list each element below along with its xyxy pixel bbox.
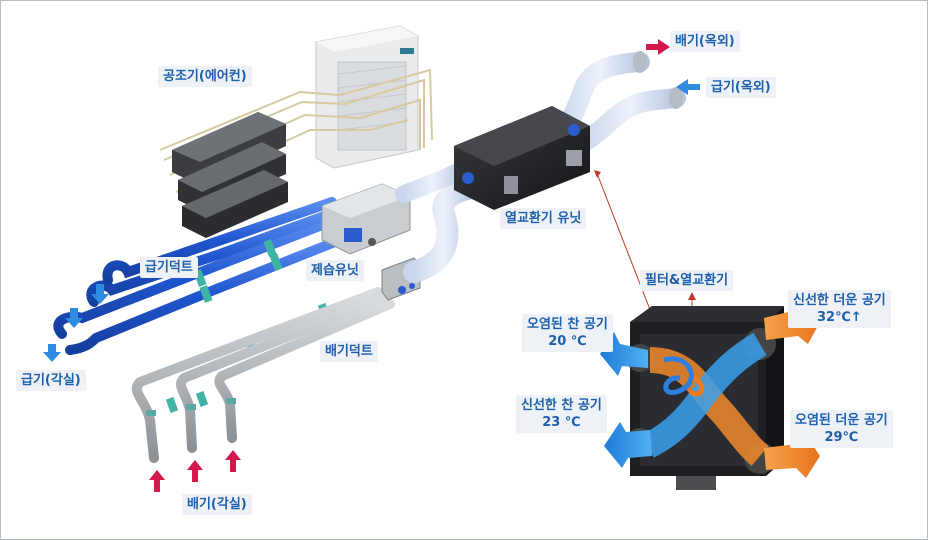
label-exhaust-room: 배기(각실): [182, 494, 252, 515]
label-heat-exchange-unit: 열교환기 유닛: [500, 208, 587, 229]
label-exhaust-duct: 배기덕트: [320, 341, 378, 362]
polluted-hot-air-name: 오염된 더운 공기: [795, 413, 888, 428]
label-polluted-cold-air: 오염된 찬 공기 20 ℃: [522, 314, 613, 352]
label-air-conditioner: 공조기(에어컨): [158, 66, 252, 87]
exhaust-duct-pipes: [131, 287, 395, 463]
label-exhaust-outdoor: 배기(옥외): [670, 31, 740, 52]
exhaust-duct-couplers: [146, 398, 236, 416]
dehumidifier-unit-body: [321, 183, 411, 255]
airflow-streams: [641, 332, 769, 466]
heat-exchanger-unit-body: [454, 106, 590, 210]
polluted-cold-air-temp: 20 ℃: [548, 334, 587, 349]
outdoor-duct-caps: [633, 51, 683, 109]
label-fresh-hot-air: 신선한 더운 공기 32℃↑: [788, 290, 891, 328]
label-supply-outdoor: 급기(옥외): [706, 77, 776, 98]
label-fresh-cool-air: 신선한 찬 공기 23 ℃: [516, 395, 607, 433]
polluted-cold-air-name: 오염된 찬 공기: [527, 317, 608, 332]
fresh-hot-air-temp: 32℃↑: [817, 310, 862, 325]
fresh-cool-air-temp: 23 ℃: [542, 415, 581, 430]
label-filter-exchanger: 필터&열교환기: [640, 270, 734, 291]
outdoor-ac-unit: [315, 25, 419, 169]
label-dehumidifier-unit: 제습유닛: [306, 260, 364, 281]
label-polluted-hot-air: 오염된 더운 공기 29℃: [790, 410, 893, 448]
polluted-hot-air-temp: 29℃: [824, 430, 859, 445]
indoor-ac-units: [172, 112, 288, 238]
fresh-hot-air-name: 신선한 더운 공기: [793, 293, 886, 308]
supply-arrow-icon: [43, 79, 700, 362]
label-supply-duct: 급기덕트: [140, 257, 198, 278]
exhaust-arrow-icon: [149, 39, 670, 492]
label-supply-room: 급기(각실): [16, 370, 86, 391]
fresh-cool-air-name: 신선한 찬 공기: [521, 398, 602, 413]
